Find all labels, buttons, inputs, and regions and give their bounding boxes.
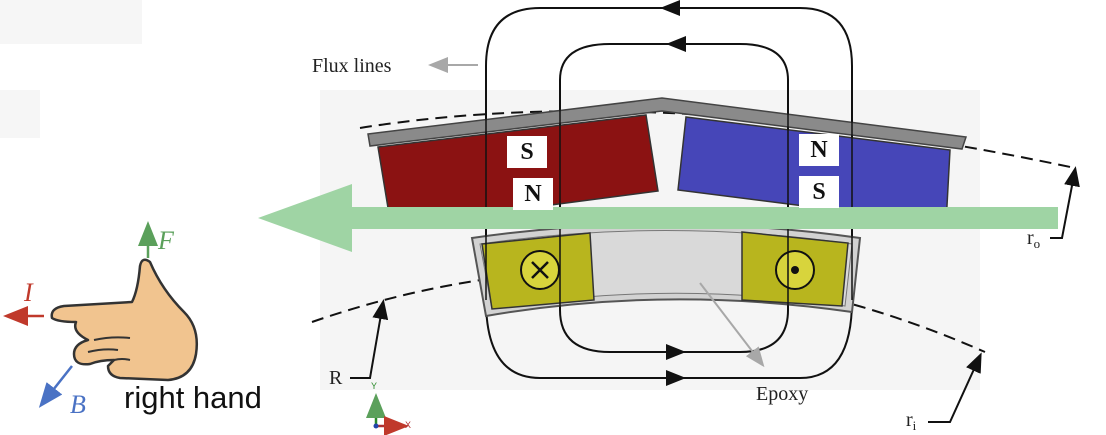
left-magnet: [377, 114, 659, 227]
r-inner-subscript: i: [912, 418, 917, 433]
left-magnet-bottom-pole: N: [513, 178, 553, 210]
left-magnet-top-pole: S: [507, 136, 547, 168]
radius-label: R: [329, 367, 343, 389]
right-hand-caption: right hand: [124, 380, 262, 415]
r-outer-subscript: o: [1033, 236, 1041, 251]
axis-origin: [373, 423, 379, 429]
background-panel-middle: [0, 90, 40, 138]
r-inner-label: ri: [906, 410, 916, 432]
current-label: I: [24, 278, 33, 307]
r-inner-symbol: r: [906, 409, 913, 431]
axis-y-label: Y: [371, 381, 378, 391]
r-outer-label: ro: [1027, 228, 1040, 250]
r-outer-leader: [1050, 166, 1080, 239]
flux-line-outer-overlay: [485, 90, 853, 300]
right-magnet-top-pole: N: [799, 134, 839, 166]
flux-lines-label: Flux lines: [312, 55, 392, 77]
r-inner-leader: [928, 352, 982, 423]
flux-line-inner: [559, 43, 789, 353]
right-hand-illustration: [50, 258, 198, 382]
radius-leader: [350, 299, 389, 379]
cross-mark: [531, 261, 549, 279]
background-panel-top: [0, 0, 142, 44]
field-vector-arrow: [38, 365, 73, 408]
r-outer-symbol: r: [1027, 227, 1034, 249]
force-direction-arrow: [258, 184, 1058, 252]
right-magnet-bottom-pole: S: [799, 176, 839, 208]
back-iron: [367, 97, 967, 150]
force-label: F: [158, 226, 174, 255]
epoxy-label: Epoxy: [756, 383, 809, 405]
flux-line-inner-overlay: [559, 90, 789, 310]
dot-mark: [791, 266, 799, 274]
field-label: B: [70, 390, 86, 419]
epoxy-pointer: [699, 282, 765, 368]
axis-x-label: X: [405, 420, 412, 430]
